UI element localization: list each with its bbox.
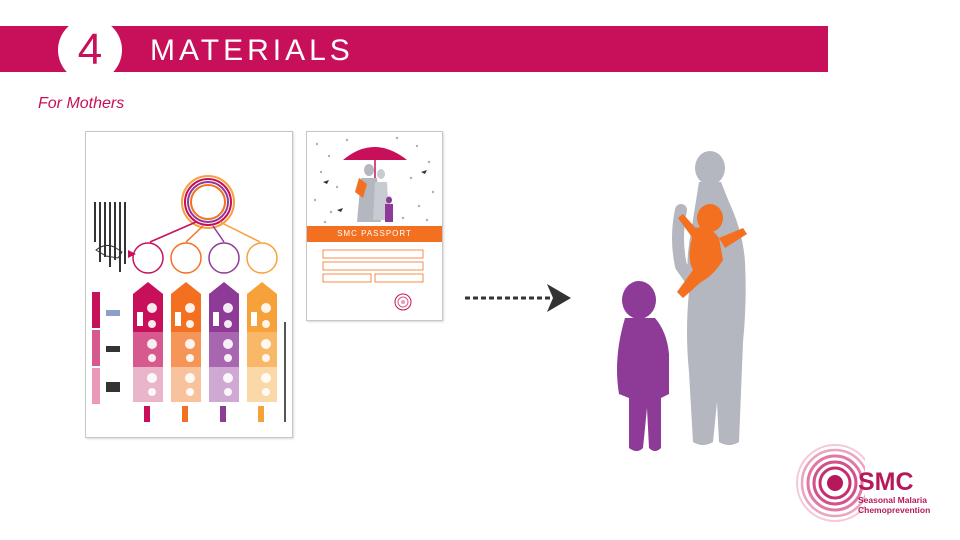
mother-children-illustration (617, 151, 747, 451)
logo-line1: Seasonal Malaria (858, 495, 927, 505)
calendar-illustration (92, 175, 286, 422)
passport-title: SMC PASSPORT (337, 229, 412, 238)
logo-line2: Chemoprevention (858, 505, 931, 516)
logo-abbreviation: SMC (858, 468, 914, 496)
subtitle: For Mothers (38, 95, 125, 112)
smc-logo-text: SMC Seasonal Malaria Chemoprevention (858, 468, 931, 516)
page-title: MATERIALS (150, 34, 354, 67)
arrow-right-icon (465, 284, 571, 312)
smc-logo-icon (796, 444, 865, 522)
section-number: 4 (58, 18, 122, 82)
calendar-card (85, 131, 293, 438)
passport-illustration (307, 136, 442, 311)
passport-card: SMC PASSPORT (306, 131, 443, 321)
header-bar (0, 26, 828, 72)
